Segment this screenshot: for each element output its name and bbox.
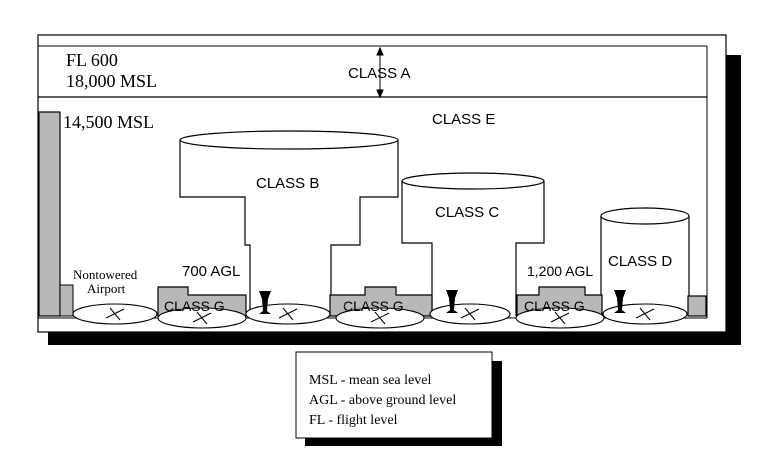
legend-box <box>295 351 493 439</box>
class-g-label: CLASS G <box>524 298 585 314</box>
class-b-label: CLASS B <box>256 175 319 192</box>
nontowered-airport-label-line2: Airport <box>87 281 126 296</box>
left-terrain-column <box>38 111 61 317</box>
msl14500-label: 14,500 MSL <box>63 112 154 132</box>
agl700-label: 700 AGL <box>182 263 240 280</box>
runway-x-marks <box>105 307 655 325</box>
legend-item-fl: FL - flight level <box>309 413 398 428</box>
msl18000-label: 18,000 MSL <box>66 71 157 91</box>
class-d-label: CLASS D <box>608 253 672 270</box>
legend-item-agl: AGL - above ground level <box>309 393 456 408</box>
class-g-label: CLASS G <box>164 298 225 314</box>
class-g-block-1 <box>157 286 247 317</box>
class-g-block-4 <box>687 295 707 317</box>
fl600-label: FL 600 <box>66 50 118 70</box>
legend-item-msl: MSL - mean sea level <box>309 373 431 388</box>
class-g-block-2 <box>329 286 433 317</box>
nontowered-airport-label-line1: Nontowered <box>73 267 138 282</box>
class-e-label: CLASS E <box>432 111 495 128</box>
control-tower-icon <box>446 290 458 313</box>
class-a-height-arrow <box>376 46 384 99</box>
left-ground-step <box>59 284 74 317</box>
class-d-airspace <box>600 207 690 316</box>
class-a-label: CLASS A <box>348 65 411 82</box>
class-c-label: CLASS C <box>435 204 499 221</box>
class-c-airspace <box>401 172 545 316</box>
class-b-airspace <box>179 130 399 316</box>
agl1200-label: 1,200 AGL <box>527 263 593 279</box>
class-g-label: CLASS G <box>343 298 404 314</box>
control-tower-icon <box>259 291 271 314</box>
control-tower-icon <box>614 290 626 313</box>
